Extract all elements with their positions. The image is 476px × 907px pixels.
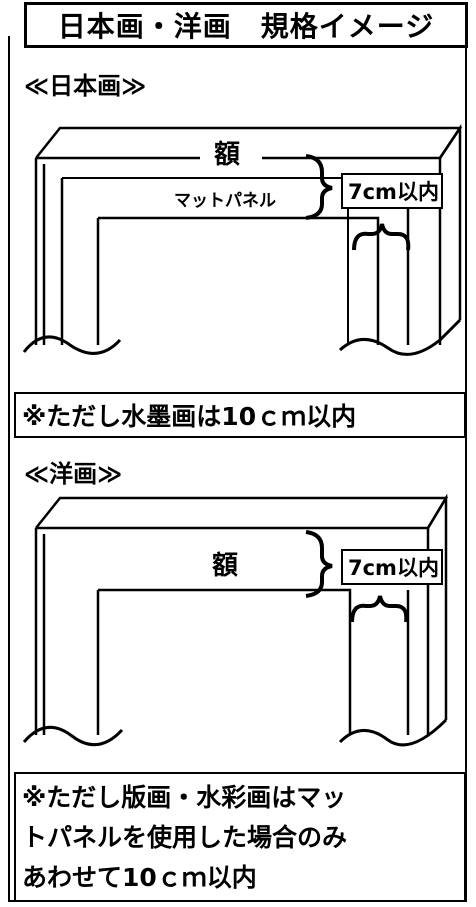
nihonga-note-text: ※ただし水墨画は10ｃｍ以内 xyxy=(22,402,357,431)
nihonga-frame-label-bg xyxy=(200,139,262,169)
nihonga-limit-box xyxy=(341,173,443,209)
nihonga-mat-label-bg xyxy=(164,186,304,212)
yoga-frame-label: 額 xyxy=(212,551,238,581)
nihonga-mat-label: マットパネル xyxy=(174,191,276,211)
page-title-text: 日本画・洋画 規格イメージ xyxy=(57,10,435,43)
yoga-note-line-2: トパネルを使用した場合のみ xyxy=(22,823,348,852)
yoga-frame-diagram xyxy=(22,493,449,747)
yoga-note: ※ただし版画・水彩画はマッ トパネルを使用した場合のみ あわせて10ｃｍ以内 xyxy=(14,772,466,902)
nihonga-limit-label: 7cm以内 xyxy=(348,180,439,204)
yoga-note-line-3: あわせて10ｃｍ以内 xyxy=(22,863,257,892)
yoga-heading: ≪洋画≫ xyxy=(24,460,123,488)
nihonga-frame-label-text: 額 xyxy=(214,140,240,170)
yoga-width-bracket xyxy=(305,530,409,623)
nihonga-heading: ≪日本画≫ xyxy=(24,72,147,100)
yoga-note-line-1: ※ただし版画・水彩画はマッ xyxy=(22,783,347,812)
yoga-limit-box xyxy=(341,549,443,585)
nihonga-frame-diagram xyxy=(22,123,463,356)
nihonga-width-bracket xyxy=(305,154,411,251)
yoga-limit-label: 7cm以内 xyxy=(348,556,439,580)
page-title: 日本画・洋画 規格イメージ xyxy=(24,2,468,48)
nihonga-note: ※ただし水墨画は10ｃｍ以内 xyxy=(14,392,466,438)
